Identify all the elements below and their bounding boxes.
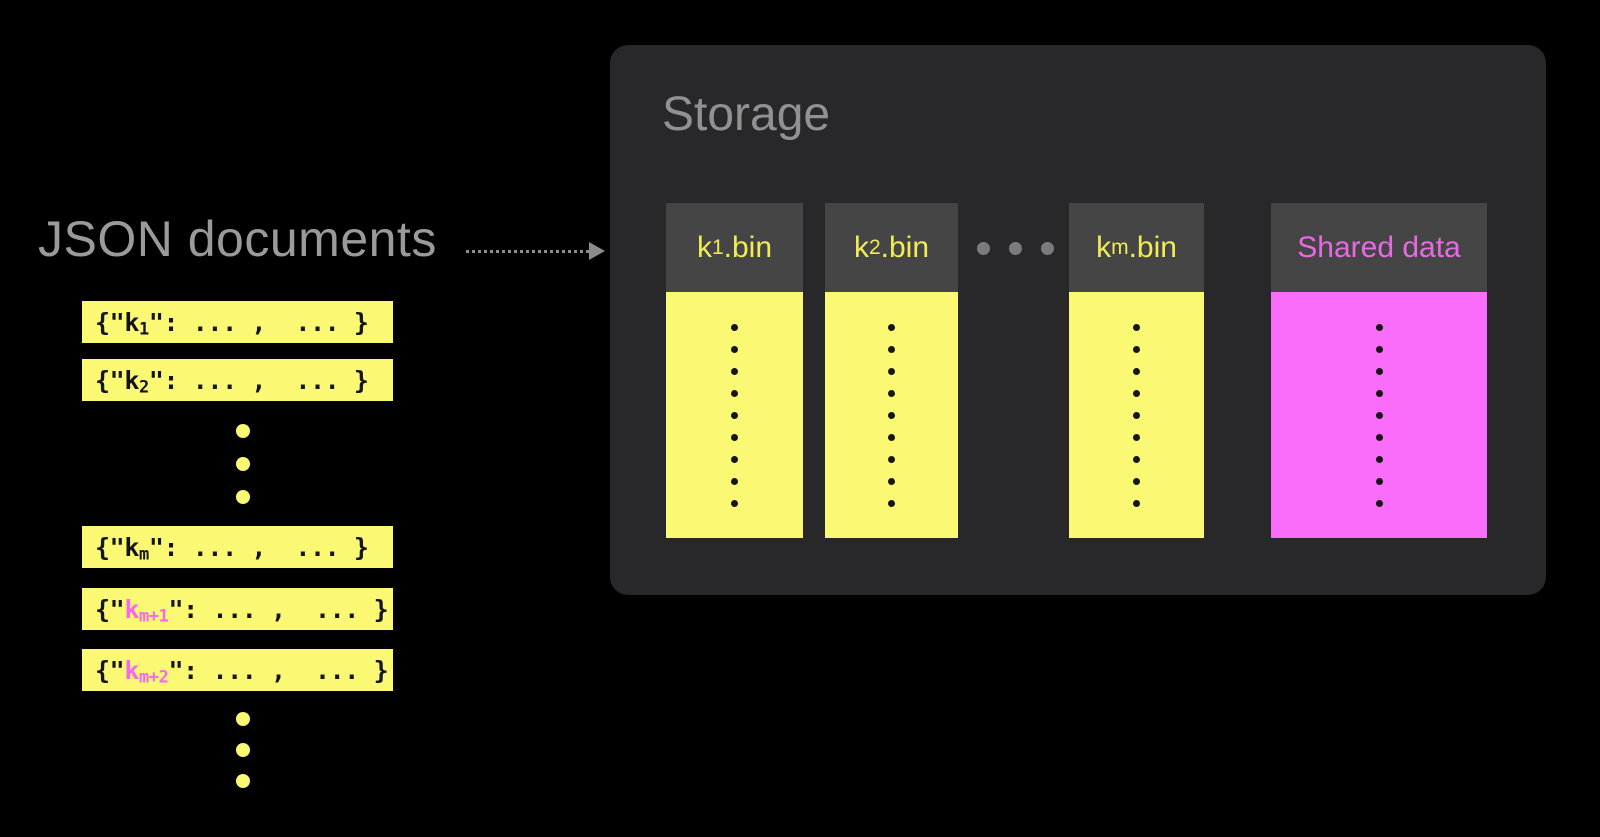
dot: [236, 774, 250, 788]
dot: [1375, 499, 1383, 507]
doc-key-subscript: 2: [138, 377, 149, 398]
dot: [236, 743, 250, 757]
dot: [1133, 323, 1140, 331]
storage-title: Storage: [662, 88, 831, 141]
json-document-text: {"km+1": ... , ... }: [95, 594, 389, 627]
bin-column-shared-data: Shared data: [1271, 203, 1487, 538]
dot: [731, 323, 738, 331]
dot: [236, 457, 250, 471]
dot: [731, 345, 738, 353]
dot: [1375, 323, 1383, 331]
dot: [1133, 477, 1140, 485]
ellipsis-dots-vertical: [236, 712, 250, 788]
json-document-text: {"k2": ... , ... }: [95, 365, 369, 398]
json-documents-title: JSON documents: [38, 211, 437, 267]
dot: [1375, 389, 1383, 397]
doc-key-subscript: m+1: [138, 606, 169, 627]
json-document-bar-km2: {"km+2": ... , ... }: [82, 649, 393, 691]
arrow-json-to-storage: [466, 242, 605, 260]
doc-key-highlighted: km+2: [124, 655, 169, 688]
dot: [1133, 499, 1140, 507]
dot: [236, 490, 250, 504]
dot: [731, 499, 738, 507]
dot: [888, 477, 895, 485]
json-document-bar-km1: {"km+1": ... , ... }: [82, 588, 393, 630]
doc-key: k: [124, 532, 139, 562]
dot: [1375, 345, 1383, 353]
bin-contents: [1069, 292, 1204, 538]
ellipsis-dots-horizontal: [977, 242, 1054, 255]
dot: [888, 433, 895, 441]
dot: [1375, 477, 1383, 485]
doc-key: k: [124, 307, 139, 337]
dot: [1041, 242, 1054, 255]
dot: [888, 323, 895, 331]
doc-key-subscript: 1: [138, 319, 149, 340]
dot: [1133, 411, 1140, 419]
dot: [1375, 411, 1383, 419]
dot: [1133, 455, 1140, 463]
dot: [731, 389, 738, 397]
json-document-bar-km: {"km": ... , ... }: [82, 526, 393, 568]
doc-key-subscript: m+2: [138, 667, 169, 688]
json-document-text: {"km": ... , ... }: [95, 532, 369, 565]
ellipsis-dots-vertical: [236, 424, 250, 504]
dot: [731, 455, 738, 463]
bin-contents: [1271, 292, 1487, 538]
dot: [731, 411, 738, 419]
arrowhead-icon: [589, 242, 605, 260]
dot: [731, 367, 738, 375]
dot: [1009, 242, 1022, 255]
dot: [1133, 345, 1140, 353]
dot: [977, 242, 990, 255]
dot: [731, 433, 738, 441]
doc-key-subscript: m: [138, 544, 149, 565]
dot: [1375, 455, 1383, 463]
dot: [1133, 367, 1140, 375]
dotted-line: [466, 249, 589, 253]
json-document-bar-k2: {"k2": ... , ... }: [82, 359, 393, 401]
dot: [731, 477, 738, 485]
dot: [888, 367, 895, 375]
dot: [888, 455, 895, 463]
dot: [1133, 433, 1140, 441]
dot: [1375, 367, 1383, 375]
doc-key-highlighted: km+1: [124, 594, 169, 627]
bin-header-label: Shared data: [1271, 203, 1487, 292]
dot: [888, 345, 895, 353]
json-document-text: {"k1": ... , ... }: [95, 307, 369, 340]
dot: [236, 712, 250, 726]
bin-contents: [825, 292, 958, 538]
dot: [1375, 433, 1383, 441]
dot: [888, 411, 895, 419]
dot: [888, 499, 895, 507]
dot: [888, 389, 895, 397]
dot: [1133, 389, 1140, 397]
bin-contents: [666, 292, 803, 538]
json-document-text: {"km+2": ... , ... }: [95, 655, 389, 688]
dot: [236, 424, 250, 438]
json-document-bar-k1: {"k1": ... , ... }: [82, 301, 393, 343]
doc-key: k: [124, 365, 139, 395]
